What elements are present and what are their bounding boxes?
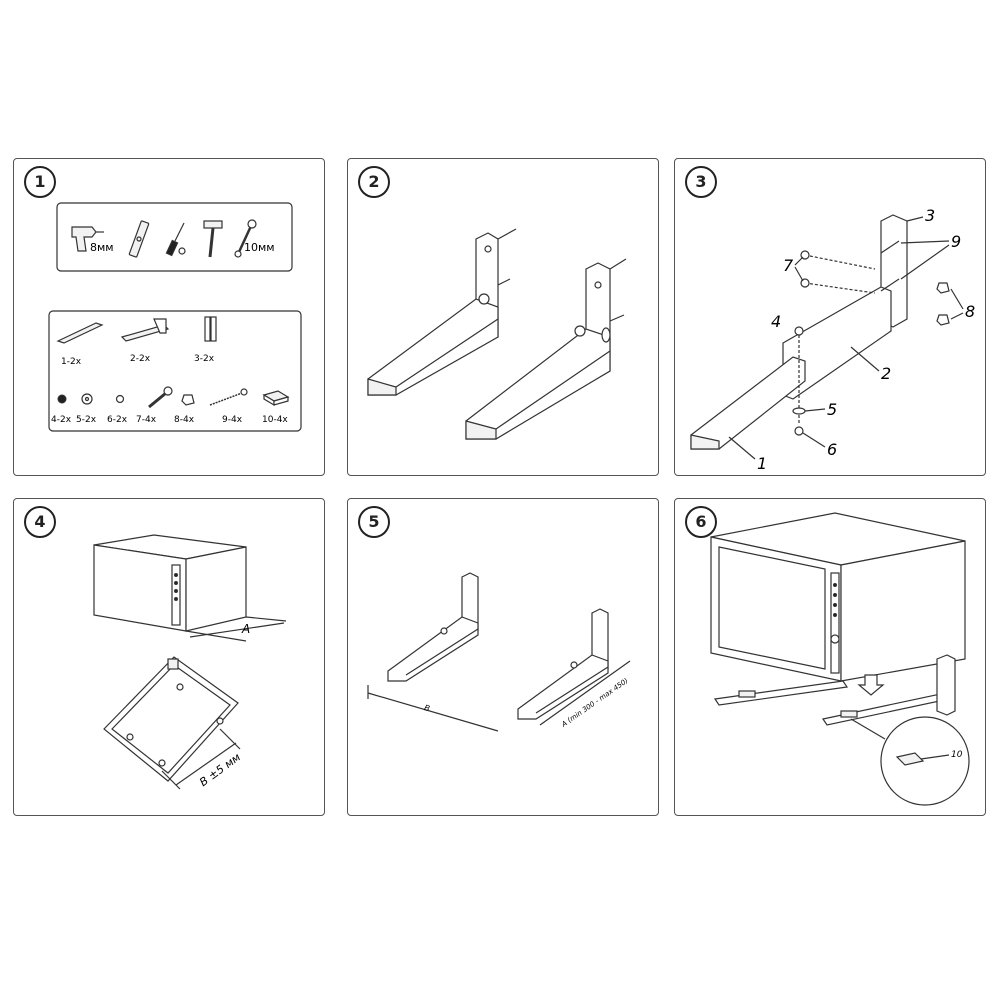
callout-9: 9 <box>951 232 961 251</box>
dimension-b-label: B ±5 мм <box>197 751 243 789</box>
detail-zoom <box>880 716 970 806</box>
step-number: 1 <box>24 166 56 198</box>
bracket-right <box>465 258 627 440</box>
bracket-left <box>367 228 517 396</box>
step-3-illustration: 1 2 3 4 5 6 7 8 9 <box>690 206 975 473</box>
bracket-arm <box>690 356 806 450</box>
drill-size-label: 8мм <box>90 241 114 254</box>
part-label-9: 9-4x <box>222 415 243 425</box>
part-1-icon <box>56 322 104 344</box>
part-label-6: 6-2x <box>107 415 128 425</box>
dimension-a-label: A <box>241 622 250 636</box>
part-4-icon <box>57 394 67 404</box>
part-label-10: 10-4x <box>262 415 288 425</box>
step-2-panel: 2 <box>347 158 659 476</box>
step-1-illustration: 8мм 10мм 1-2x 2-2x <box>48 202 302 432</box>
part-label-7: 7-4x <box>136 415 157 425</box>
callout-8: 8 <box>965 302 975 321</box>
microwave-front <box>93 534 247 632</box>
step-number: 5 <box>358 506 390 538</box>
callout-7: 7 <box>783 256 794 275</box>
part-label-2: 2-2x <box>130 354 151 364</box>
part-label-8: 8-4x <box>174 415 195 425</box>
part-3-icon <box>204 316 217 342</box>
part-10-icon <box>262 390 290 407</box>
wrench-size-label: 10мм <box>244 241 275 254</box>
part-8-icon <box>181 394 195 406</box>
callout-4: 4 <box>771 312 781 331</box>
step-4-illustration: A B ±5 мм <box>93 534 287 790</box>
down-arrow-icon <box>857 674 885 696</box>
drill-icon <box>71 226 104 252</box>
step-4-panel: 4 A B ±5 мм <box>13 498 325 816</box>
step-6-panel: 6 10 <box>674 498 986 816</box>
step-number: 6 <box>685 506 717 538</box>
hammer-icon <box>203 220 223 258</box>
step-3-panel: 3 1 2 3 4 5 6 7 <box>674 158 986 476</box>
part-9-icon <box>209 388 248 406</box>
callout-1: 1 <box>757 454 767 473</box>
step-5-panel: 5 B A (min 300 - max 450) <box>347 498 659 816</box>
step-5-illustration: B A (min 300 - max 450) <box>367 572 631 732</box>
bracket-right <box>517 608 609 720</box>
step-number: 3 <box>685 166 717 198</box>
tools-box <box>56 202 293 272</box>
part-7-icon <box>148 386 173 409</box>
part-5-icon <box>81 393 93 405</box>
callout-3: 3 <box>925 206 935 225</box>
part-label-5: 5-2x <box>76 415 97 425</box>
bracket-left <box>387 572 479 682</box>
screwdriver-icon <box>165 222 186 257</box>
parts-box <box>48 310 302 432</box>
step-2-illustration <box>367 228 627 440</box>
level-icon <box>128 220 150 258</box>
part-2-icon <box>120 318 170 342</box>
dimension-b-label: B <box>423 703 431 713</box>
part-label-4: 4-2x <box>51 415 72 425</box>
callout-5: 5 <box>827 400 837 419</box>
callout-10: 10 <box>951 750 963 760</box>
microwave <box>710 512 966 682</box>
wrench-icon <box>234 219 257 258</box>
part-6-icon <box>115 394 125 404</box>
bracket-arm <box>713 654 956 726</box>
part-label-3: 3-2x <box>194 354 215 364</box>
step-number: 2 <box>358 166 390 198</box>
callout-2: 2 <box>881 364 891 383</box>
step-1-panel: 1 8мм 10мм 1- <box>13 158 325 476</box>
callout-6: 6 <box>827 440 837 459</box>
microwave-bottom <box>103 656 239 782</box>
step-number: 4 <box>24 506 56 538</box>
step-6-illustration: 10 <box>710 512 970 806</box>
part-label-1: 1-2x <box>61 357 82 367</box>
